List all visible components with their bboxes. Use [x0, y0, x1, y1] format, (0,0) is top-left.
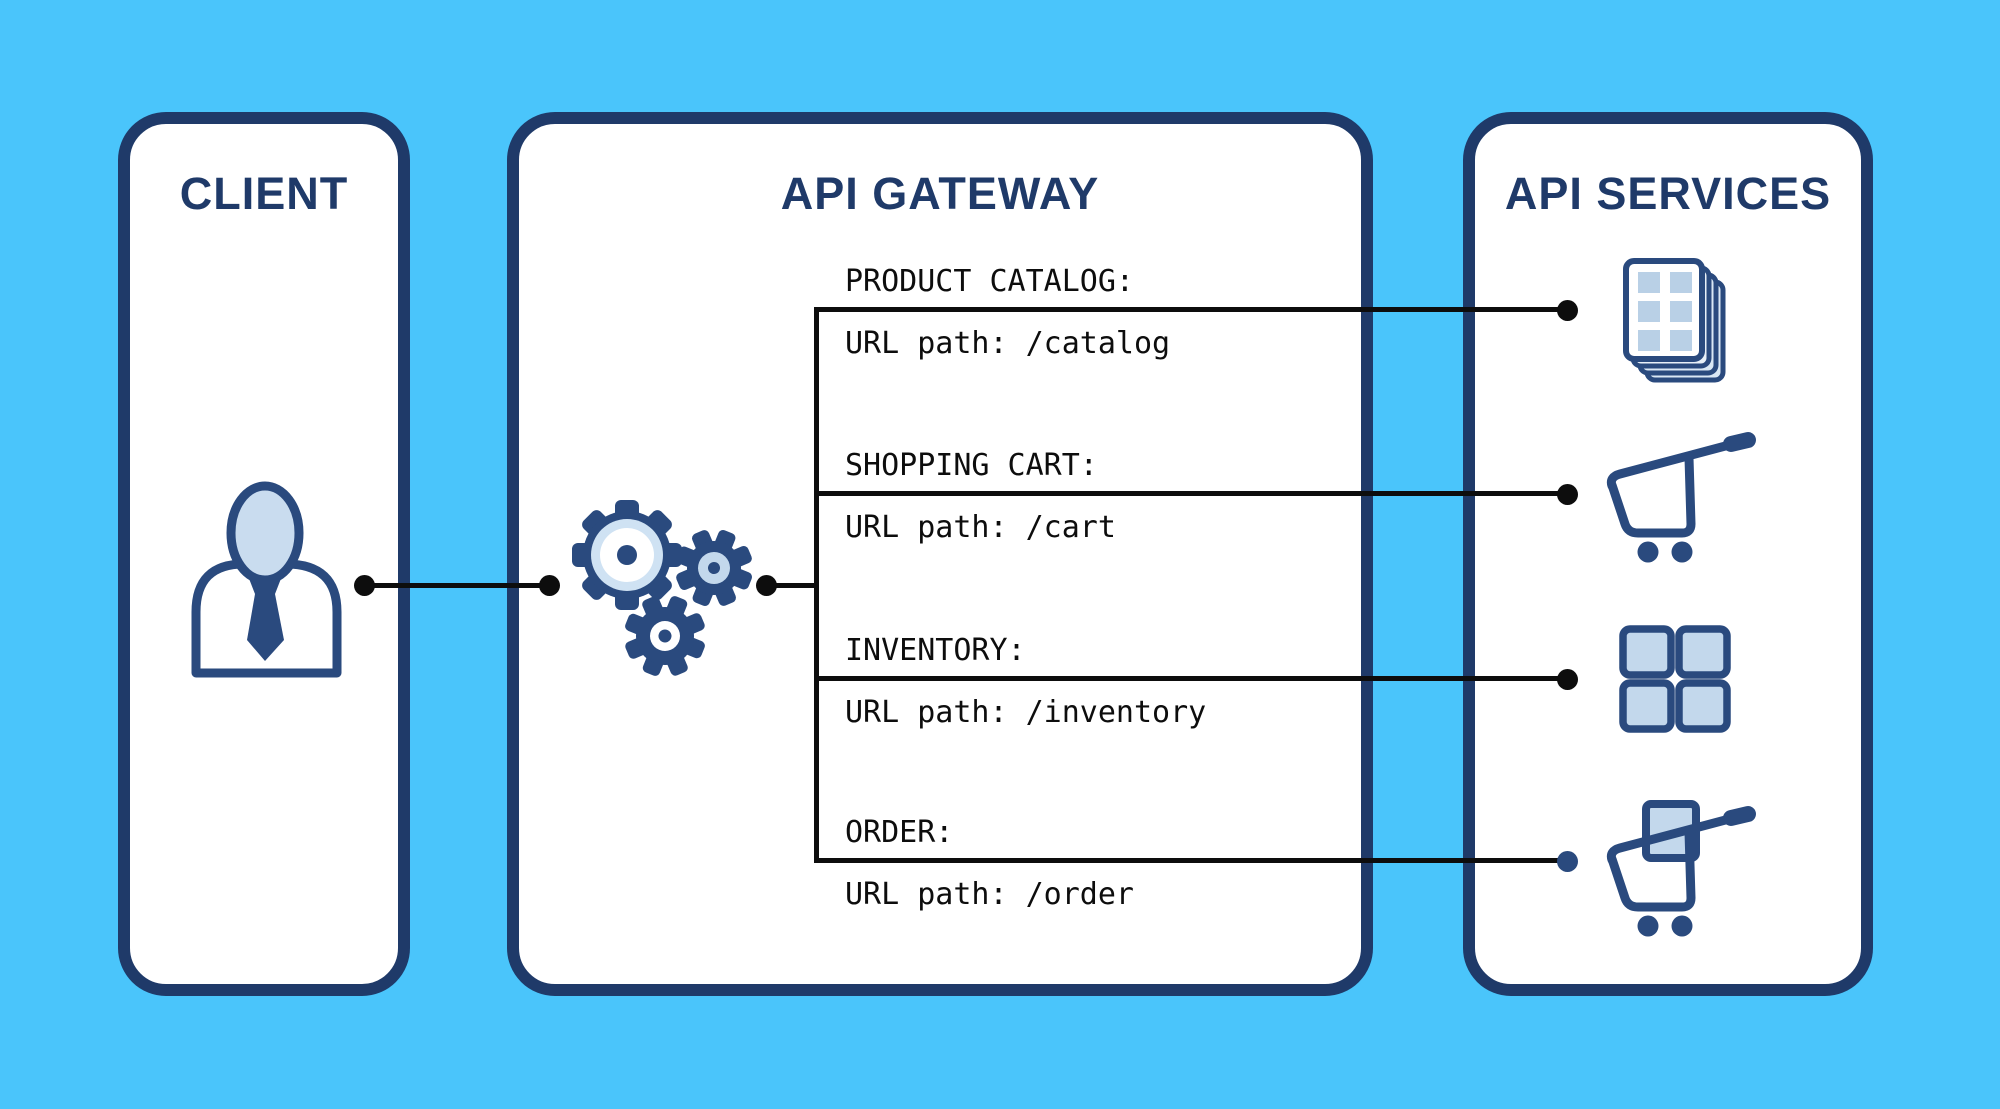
route-inventory-path: URL path: /inventory [845, 695, 1207, 730]
gateway-panel-title: API GATEWAY [780, 168, 1100, 219]
route-trunk-line [814, 307, 819, 863]
order-cart-icon [1606, 800, 1756, 937]
person-icon [191, 481, 342, 678]
connector-dot [1557, 300, 1578, 321]
services-panel-title: API SERVICES [1504, 168, 1832, 219]
route-shopping-cart-path: URL path: /cart [845, 510, 1116, 545]
route-product-catalog-path: URL path: /catalog [845, 326, 1171, 361]
order-route-line [814, 858, 1568, 863]
connector-dot [354, 575, 375, 596]
gears-trunk-connector-line [767, 583, 816, 588]
gear-small-bottom [625, 596, 705, 676]
inventory-route-line [814, 676, 1568, 681]
gears-icon [572, 500, 753, 676]
route-inventory-label: INVENTORY: [845, 633, 1026, 668]
catalog-route-line [814, 307, 1568, 312]
route-order-label: ORDER: [845, 815, 954, 850]
route-order-path: URL path: /order [845, 877, 1134, 912]
client-gateway-connector-line [365, 583, 550, 588]
route-shopping-cart-label: SHOPPING CART: [845, 448, 1098, 483]
inventory-grid-icon [1619, 625, 1731, 733]
cart-route-line [814, 491, 1568, 496]
gear-large [572, 500, 682, 610]
client-panel: CLIENT [118, 112, 410, 996]
connector-dot [756, 575, 777, 596]
connector-dot [1557, 669, 1578, 690]
connector-dot [1557, 851, 1578, 872]
connector-dot [1557, 484, 1578, 505]
shopping-cart-icon [1606, 432, 1756, 563]
gear-small-right [675, 529, 753, 607]
catalog-pages-icon [1623, 258, 1726, 383]
connector-dot [539, 575, 560, 596]
client-panel-title: CLIENT [179, 168, 349, 219]
route-product-catalog-label: PRODUCT CATALOG: [845, 264, 1134, 299]
